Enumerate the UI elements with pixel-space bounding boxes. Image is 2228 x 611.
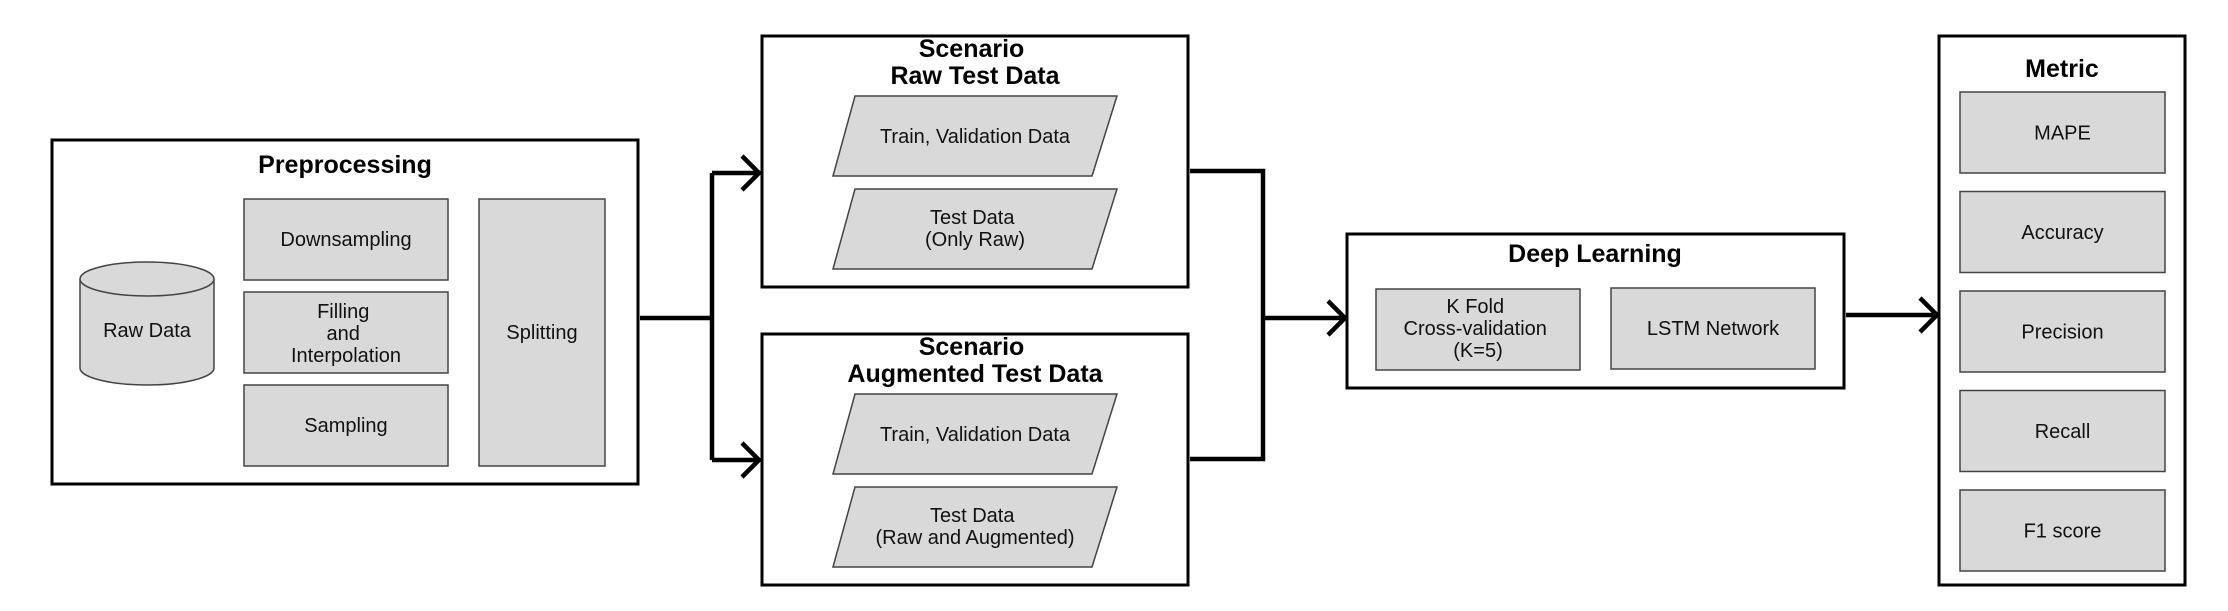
metric-accuracy-label: Accuracy	[2021, 222, 2103, 244]
deep-learning-panel: Deep Learning K Fold Cross-validation (K…	[1345, 232, 1846, 390]
scenario-aug-test-shape	[832, 486, 1119, 568]
filling-interpolation-box	[243, 291, 449, 374]
splitting-box	[478, 198, 606, 467]
downsampling-label: Downsampling	[280, 229, 411, 251]
metric-precision-label: Precision	[2021, 322, 2103, 344]
sampling-label: Sampling	[304, 415, 387, 437]
metric-title: Metric	[2025, 55, 2099, 83]
preprocessing-panel: Preprocessing Raw Data Downsampling Fill…	[50, 138, 640, 486]
metric-f1-score-label: F1 score	[2024, 521, 2102, 543]
raw-data-label: Raw Data	[103, 320, 192, 342]
lstm-label: LSTM Network	[1647, 318, 1780, 340]
metric-precision-box	[1959, 290, 2166, 373]
metric-accuracy-box	[1959, 190, 2166, 274]
lstm-box	[1610, 287, 1816, 370]
metric-recall-box	[1959, 389, 2166, 473]
scenario-aug-train-validation-label: Train, Validation Data	[880, 424, 1071, 446]
deep-learning-title: Deep Learning	[1508, 240, 1682, 268]
raw-data-cylinder: Raw Data	[79, 261, 215, 386]
connector-scenario-raw-out	[1190, 168, 1266, 462]
downsampling-box	[243, 198, 449, 281]
arrowhead-metric	[1918, 296, 1941, 334]
arrowhead-scenario-raw	[740, 154, 763, 192]
scenario-raw-title: Scenario Raw Test Data	[890, 35, 1060, 90]
connectors	[640, 154, 1941, 479]
scenario-aug-train-validation-shape	[832, 393, 1119, 475]
scenario-raw-train-validation-shape	[832, 95, 1119, 177]
metric-mape-box	[1959, 91, 2166, 174]
raw-data-cylinder-body	[79, 279, 215, 386]
scenario-raw-train-validation-label: Train, Validation Data	[880, 126, 1071, 148]
raw-data-cylinder-top	[79, 261, 215, 297]
arrowhead-deep-learning	[1326, 299, 1349, 337]
scenario-aug-panel: Scenario Augmented Test Data Train, Vali…	[760, 332, 1190, 587]
scenario-raw-test-shape	[832, 188, 1119, 270]
preprocessing-title: Preprocessing	[258, 151, 432, 179]
filling-interpolation-label: Filling and Interpolation	[291, 301, 401, 367]
metric-mape-label: MAPE	[2034, 123, 2091, 145]
scenario-raw-panel: Scenario Raw Test Data Train, Validation…	[760, 34, 1190, 289]
kfold-label: K Fold Cross-validation (K=5)	[1404, 296, 1553, 362]
scenario-aug-title: Scenario Augmented Test Data	[847, 333, 1103, 388]
scenario-aug-test-label: Test Data (Raw and Augmented)	[875, 505, 1074, 549]
metric-f1-score-box	[1959, 489, 2166, 572]
sampling-box	[243, 384, 449, 467]
kfold-box	[1375, 288, 1581, 371]
arrowhead-scenario-aug	[740, 441, 763, 479]
splitting-label: Splitting	[506, 322, 577, 344]
metric-recall-label: Recall	[2035, 421, 2091, 443]
scenario-raw-test-label: Test Data (Only Raw)	[925, 207, 1025, 251]
